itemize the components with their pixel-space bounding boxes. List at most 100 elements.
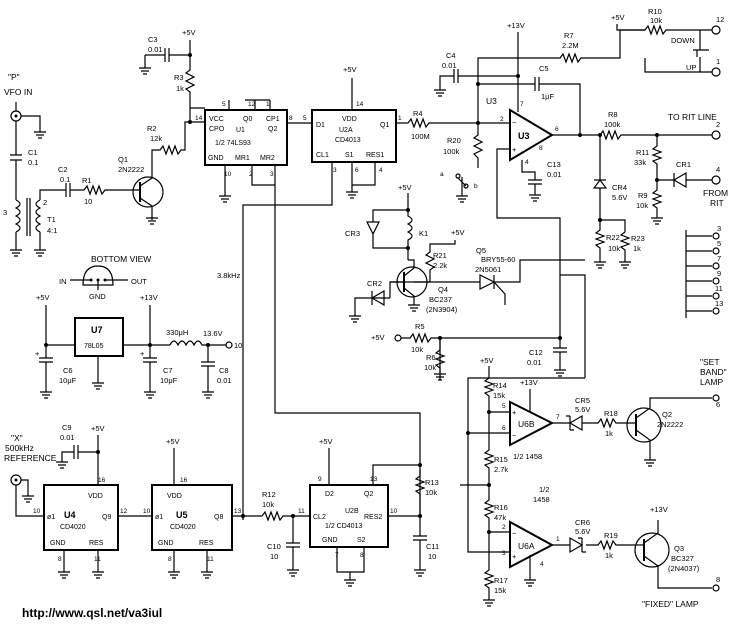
u4-vdd: VDD: [88, 493, 103, 500]
svg-text:13: 13: [370, 476, 378, 483]
r10-value: 10k: [650, 16, 662, 25]
u1-q0: Q0: [243, 116, 252, 123]
svg-text:8: 8: [716, 575, 720, 584]
u7-label: U7: [91, 325, 103, 335]
u1-gnd: GND: [208, 155, 224, 162]
r2-label: R2: [147, 124, 157, 133]
svg-text:1: 1: [398, 115, 402, 122]
divider-section: "X" 500kHz REFERENCE 10 U4 CD4020 VDD ø1…: [4, 423, 310, 579]
out-label: OUT: [131, 277, 147, 286]
r3-label: R3: [174, 73, 184, 82]
svg-text:12: 12: [716, 15, 724, 24]
u6-section: +5V R14 15k R15 2.7k R16 47k R17 15k U6B…: [460, 356, 727, 609]
r11-value: 33k: [634, 158, 646, 167]
u1-mr1: MR1: [235, 155, 250, 162]
r10-label: R10: [648, 7, 662, 16]
u4-type: CD4020: [60, 524, 86, 531]
svg-text:12: 12: [248, 101, 256, 108]
svg-text:3: 3: [717, 224, 721, 233]
u4-res: RES: [89, 540, 104, 547]
u1-cpo: CPO: [209, 126, 225, 133]
u1-section: C3 0.01 +5V R3 1k 5 12 1 14 8 10 2 3 VCC…: [139, 28, 421, 465]
r16-value: 47k: [494, 513, 506, 522]
u2b-label: U2B: [345, 508, 359, 515]
svg-text:5: 5: [717, 239, 721, 248]
fixed-lamp-label: "FIXED" LAMP: [642, 599, 699, 609]
c7-value: 10μF: [160, 376, 178, 385]
u4-q9: Q9: [102, 514, 111, 521]
band-label: BAND": [700, 367, 727, 377]
svg-text:2: 2: [500, 116, 504, 123]
u3-section: +13V C4 0.01 R7 2.2M C5 1μF U3 U3 U3 − +…: [434, 21, 728, 275]
c3-label: C3: [148, 35, 158, 44]
svg-text:11: 11: [298, 508, 305, 515]
c12-value: 0.01: [527, 358, 542, 367]
r21-supply: +5V: [451, 228, 465, 237]
svg-text:b: b: [474, 183, 478, 190]
svg-text:+: +: [512, 145, 517, 154]
svg-text:−: −: [512, 529, 517, 538]
u2-supply: +5V: [343, 65, 357, 74]
r4-label: R4: [413, 109, 423, 118]
c9-label: C9: [62, 423, 72, 432]
svg-text:+: +: [35, 349, 40, 358]
c1-value: 0.1: [28, 158, 38, 167]
q2-label: Q2: [662, 410, 672, 419]
c5-label: C5: [539, 64, 549, 73]
cr4-label: CR4: [612, 183, 627, 192]
svg-text:a: a: [440, 171, 444, 178]
svg-text:10: 10: [33, 508, 41, 515]
updown-section: +5V R10 10k 12 DOWN UP 1: [611, 7, 724, 77]
svg-text:8: 8: [168, 556, 172, 563]
r3-value: 1k: [176, 84, 184, 93]
supply-13v6: 13.6V: [203, 329, 223, 338]
down-label: DOWN: [671, 36, 695, 45]
c1-label: C1: [28, 148, 38, 157]
cr3-label: CR3: [345, 229, 360, 238]
u2-s1: S1: [345, 152, 354, 159]
u5-q8: Q8: [214, 514, 223, 521]
c7-label: C7: [163, 366, 173, 375]
u6b-supply: +13V: [520, 378, 538, 387]
svg-text:6: 6: [355, 167, 359, 174]
vfo-input-section: "P" VFO IN C1 0.1 3 2 T1 4:1 C2 0.1 R1 1…: [3, 72, 205, 257]
r8-value: 100k: [604, 120, 621, 129]
lamp-label: LAMP: [700, 377, 723, 387]
regulator-section: BOTTOM VIEW IN OUT GND +5V U7 78L05 + C6…: [35, 254, 242, 399]
svg-text:8: 8: [289, 115, 293, 122]
r9-value: 10k: [636, 201, 648, 210]
u1-type: 1/2 74LS93: [215, 140, 251, 147]
c10-value: 10: [270, 552, 278, 561]
svg-text:8: 8: [539, 145, 543, 152]
svg-text:5: 5: [222, 101, 226, 108]
svg-text:13: 13: [715, 299, 723, 308]
c4-label: C4: [446, 51, 456, 60]
k1-label: K1: [419, 229, 428, 238]
r14-value: 15k: [493, 391, 505, 400]
q5-type: BRY55-60: [481, 255, 515, 264]
svg-text:+: +: [140, 349, 145, 358]
from-label: FROM: [703, 188, 728, 198]
r4-value: 100M: [411, 132, 430, 141]
svg-text:10: 10: [143, 508, 151, 515]
q5-alt: 2N5061: [475, 265, 501, 274]
u2a-section: +5V 14 5 1 3 6 4 VDD D1 Q1 U2A CD4013 CL…: [217, 65, 490, 520]
r18-label: R18: [604, 409, 618, 418]
r7-label: R7: [564, 31, 574, 40]
cr4-value: 5.6V: [612, 193, 627, 202]
svg-text:1: 1: [266, 101, 270, 108]
u2b-supply: +5V: [319, 437, 333, 446]
u1-label: U1: [236, 127, 245, 134]
r13-label: R13: [425, 478, 439, 487]
rit-label: RIT: [710, 198, 724, 208]
r17-value: 15k: [494, 586, 506, 595]
r13-value: 10k: [425, 488, 437, 497]
ref-label-freq: 500kHz: [5, 443, 34, 453]
svg-text:7: 7: [520, 101, 524, 108]
r12-value: 10k: [262, 500, 274, 509]
u2b-q2: Q2: [364, 491, 373, 498]
q3-supply: +13V: [650, 505, 668, 514]
gnd-label: GND: [89, 292, 106, 301]
vfo-label-p: "P": [8, 72, 20, 82]
